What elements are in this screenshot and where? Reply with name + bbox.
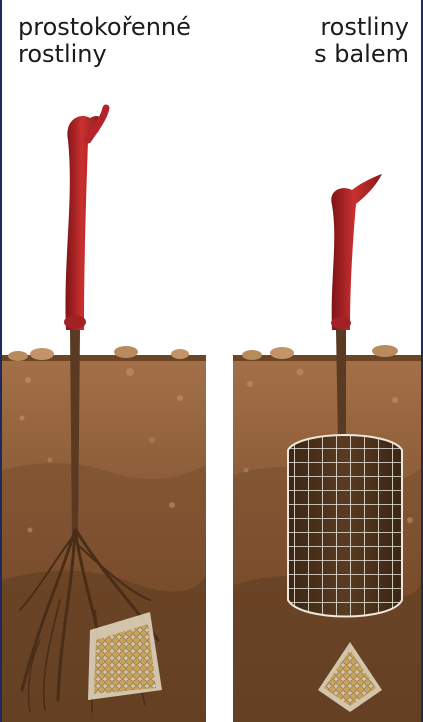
- root-ball: [288, 435, 402, 617]
